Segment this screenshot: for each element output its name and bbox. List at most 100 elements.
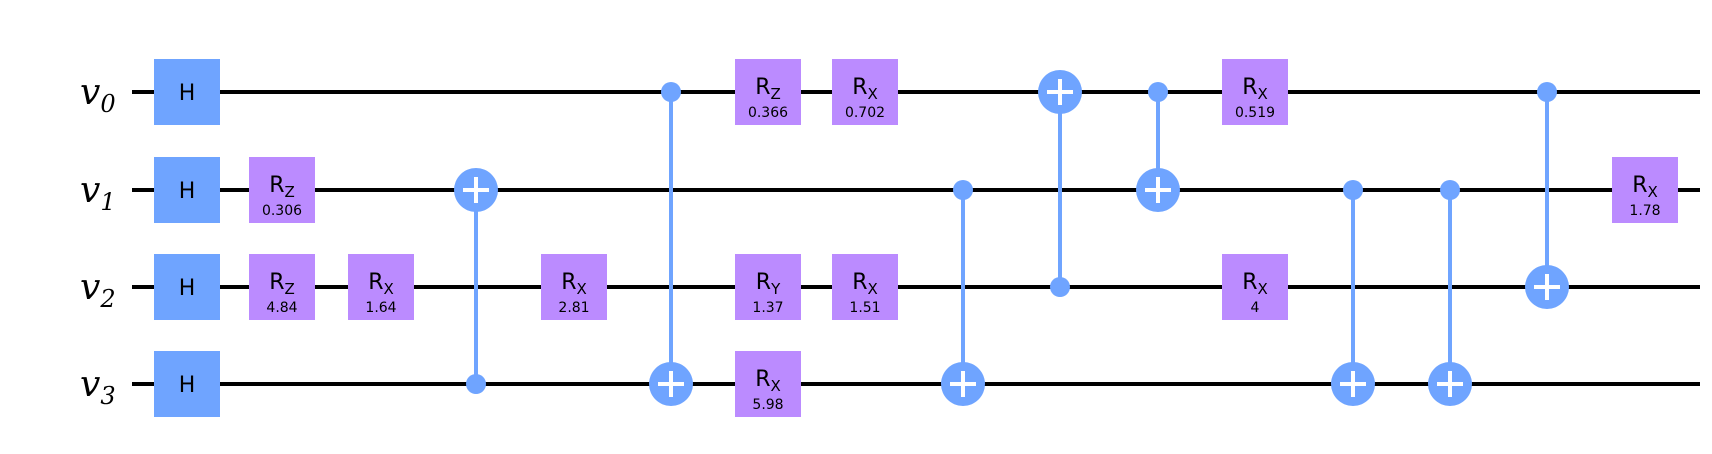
- cnot-gate: [1331, 180, 1375, 406]
- gate-axis-subscript: X: [868, 85, 878, 103]
- gate-letter: R: [1242, 75, 1257, 100]
- cnot-control-dot: [1148, 82, 1168, 102]
- cnot-control-dot: [661, 82, 681, 102]
- gate-box: [735, 351, 801, 417]
- gate-box: [832, 254, 898, 320]
- hadamard-gate: H: [154, 59, 220, 125]
- gate-axis-subscript: X: [1648, 183, 1658, 201]
- gate-axis-subscript: X: [868, 280, 878, 298]
- gate-box: [154, 254, 220, 320]
- rotation-gate-rx: RX 1.78: [1612, 157, 1678, 223]
- cnot-control-dot: [466, 374, 486, 394]
- hadamard-gate: H: [154, 351, 220, 417]
- gate-letter: R: [269, 270, 284, 295]
- gate-name: RZ: [269, 270, 295, 298]
- rotation-gate-rx: RX 4: [1222, 254, 1288, 320]
- gate-angle-param: 0.519: [1235, 105, 1275, 121]
- gate-axis-subscript: Z: [771, 85, 781, 103]
- cnot-control-dot: [1440, 180, 1460, 200]
- gate-name: H: [179, 81, 196, 106]
- gate-name: RX: [1632, 173, 1658, 201]
- gate-angle-param: 1.78: [1629, 203, 1660, 219]
- gate-letter: H: [179, 179, 196, 204]
- gate-name: RX: [1242, 75, 1268, 103]
- gate-axis-subscript: Z: [285, 280, 295, 298]
- gate-angle-param: 0.702: [845, 105, 885, 121]
- rotation-gate-rx: RX 0.702: [832, 59, 898, 125]
- gate-angle-param: 1.37: [752, 300, 783, 316]
- gate-box: [735, 59, 801, 125]
- rotation-gate-rx: RX5.98: [735, 351, 801, 417]
- cnot-gate: [454, 168, 498, 394]
- gate-angle-param: 2.81: [558, 300, 589, 316]
- cnot-plus-icon: [1534, 274, 1560, 300]
- rotation-gate-rx: RX 2.81: [541, 254, 607, 320]
- gate-letter: R: [755, 75, 770, 100]
- cnot-plus-icon: [1340, 371, 1366, 397]
- rotation-gate-rz: RZ0.366: [735, 59, 801, 125]
- rotation-gate-rz: RZ 0.306: [249, 157, 315, 223]
- gate-axis-subscript: Y: [770, 280, 781, 298]
- gate-letter: H: [179, 276, 196, 301]
- cnot-gate: [1038, 70, 1082, 297]
- cnot-plus-icon: [463, 177, 489, 203]
- gate-letter: R: [561, 270, 576, 295]
- gate-box: [1222, 59, 1288, 125]
- gate-name: RX: [561, 270, 587, 298]
- gate-letter: H: [179, 373, 196, 398]
- qubit-label-0: v0: [80, 72, 116, 118]
- rotation-gate-rx: RX 0.519: [1222, 59, 1288, 125]
- cnot-gate: [1525, 82, 1569, 309]
- gate-axis-subscript: X: [384, 280, 394, 298]
- cnot-control-dot: [953, 180, 973, 200]
- gate-letter: R: [368, 270, 383, 295]
- gate-letter: R: [852, 75, 867, 100]
- rotation-gate-rx: RX1.51: [832, 254, 898, 320]
- gate-letter: R: [852, 270, 867, 295]
- gate-box: [832, 59, 898, 125]
- wires-layer: [132, 90, 1700, 386]
- gate-letter: H: [179, 81, 196, 106]
- cnot-plus-icon: [950, 371, 976, 397]
- gate-box: [154, 157, 220, 223]
- cnot-gate: [941, 180, 985, 406]
- gate-box: [541, 254, 607, 320]
- gate-name: RZ: [269, 173, 295, 201]
- qubit-label-2: v2: [80, 267, 116, 313]
- gate-angle-param: 0.306: [262, 203, 302, 219]
- cnot-control-dot: [1343, 180, 1363, 200]
- gate-box: [249, 157, 315, 223]
- gate-letter: R: [1632, 173, 1647, 198]
- qubit-label-name: v: [80, 364, 100, 405]
- hadamard-gate: H: [154, 254, 220, 320]
- cnot-plus-icon: [1047, 79, 1073, 105]
- gate-name: H: [179, 179, 196, 204]
- gate-angle-param: 1.64: [365, 300, 396, 316]
- gate-name: RX: [755, 367, 781, 395]
- cnot-plus-icon: [1145, 177, 1171, 203]
- gate-letter: R: [1242, 270, 1257, 295]
- gate-letter: R: [755, 367, 770, 392]
- cnot-gate: [649, 82, 693, 406]
- rotation-gate-ry: RY 1.37: [735, 254, 801, 320]
- qubit-label-index: 2: [99, 285, 115, 313]
- cnot-plus-icon: [1437, 371, 1463, 397]
- gate-axis-subscript: X: [1258, 280, 1268, 298]
- cnot-gate: [1136, 82, 1180, 212]
- gate-angle-param: 4: [1251, 300, 1260, 316]
- gate-name: H: [179, 373, 196, 398]
- qubit-label-name: v: [80, 267, 100, 308]
- gate-axis-subscript: X: [771, 377, 781, 395]
- qubit-label-3: v3: [80, 364, 116, 410]
- rotation-gate-rz: RZ 4.84: [249, 254, 315, 320]
- gate-name: RX: [368, 270, 394, 298]
- gate-angle-param: 4.84: [266, 300, 297, 316]
- gate-name: RX: [1242, 270, 1268, 298]
- gate-box: [154, 59, 220, 125]
- cnot-gate: [1428, 180, 1472, 406]
- gate-name: RY: [756, 270, 781, 298]
- gate-box: [249, 254, 315, 320]
- qubit-label-index: 0: [100, 90, 115, 118]
- qubit-label-1: v1: [80, 170, 116, 216]
